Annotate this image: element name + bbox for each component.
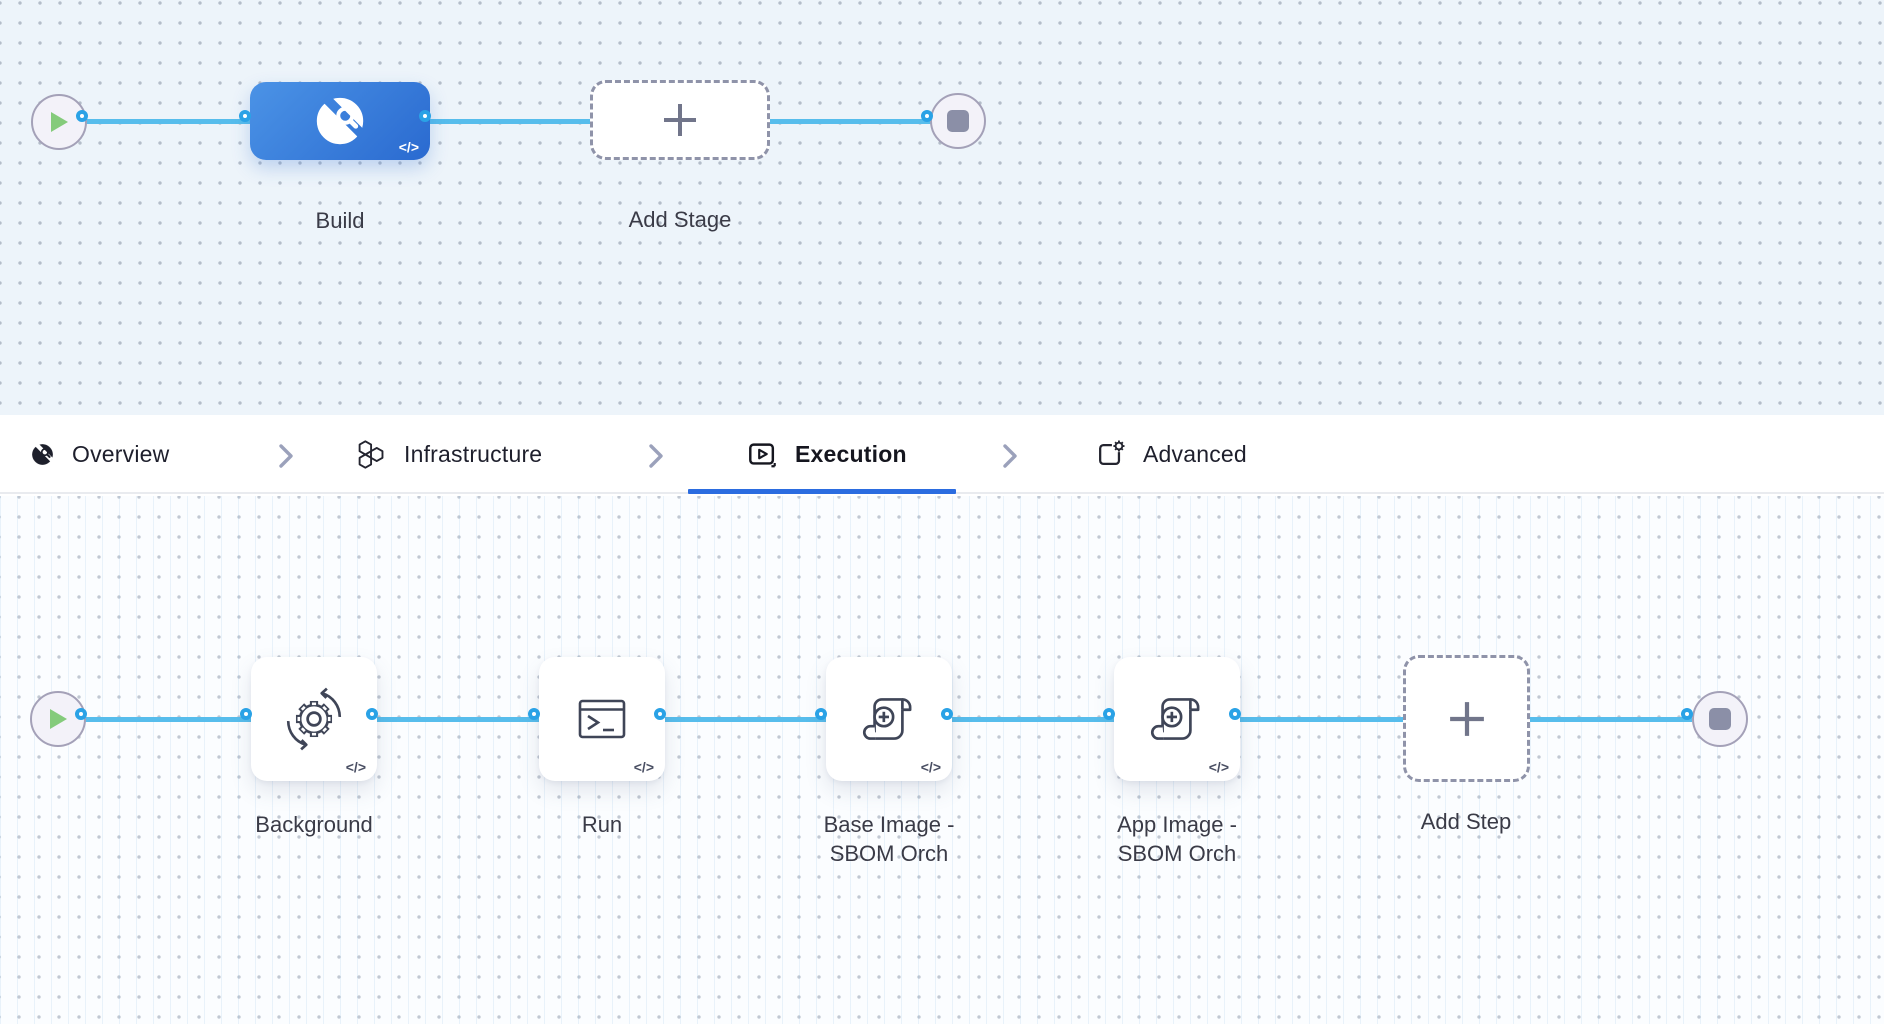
port-start-out[interactable] (75, 708, 87, 720)
pipeline-overview-icon (30, 442, 55, 467)
background-sync-icon (286, 687, 342, 751)
plus-icon (664, 104, 696, 136)
step-node-base-image-sbom[interactable]: </> (826, 657, 952, 781)
port-appimage-out[interactable] (1229, 708, 1241, 720)
add-step-button[interactable] (1403, 655, 1530, 782)
edge-background-run (377, 717, 539, 722)
execution-start-node[interactable] (30, 691, 86, 747)
plus-icon (1449, 701, 1484, 736)
port-build-out[interactable] (419, 110, 431, 122)
tab-advanced[interactable]: Advanced (1095, 415, 1247, 494)
edge-start-background (58, 717, 251, 722)
tab-overview[interactable]: Overview (30, 415, 169, 494)
stage-canvas[interactable]: </> Build Add Stage (0, 0, 1884, 415)
port-end-in[interactable] (921, 110, 933, 122)
stage-node-build[interactable]: </> (250, 82, 430, 160)
chevron-right-icon (649, 444, 663, 468)
execution-end-node[interactable] (1692, 691, 1748, 747)
step-node-app-image-sbom[interactable]: </> (1114, 657, 1240, 781)
add-step-label: Add Step (1420, 809, 1512, 834)
play-icon (50, 112, 68, 132)
execution-icon (749, 443, 776, 468)
port-start-out[interactable] (76, 110, 88, 122)
yaml-code-badge: </> (398, 139, 419, 155)
sbom-scroll-icon (1150, 698, 1200, 740)
step-label-base-image: Base Image - SBOM Orch (823, 812, 955, 866)
add-stage-button[interactable] (590, 80, 770, 160)
step-label-background: Background (255, 812, 373, 837)
port-appimage-in[interactable] (1103, 708, 1115, 720)
active-tab-underline (688, 489, 956, 494)
execution-canvas[interactable]: </> </> (0, 496, 1884, 1024)
edge-start-to-build (59, 119, 250, 124)
yaml-code-badge: </> (345, 759, 366, 775)
chevron-right-icon (1003, 444, 1017, 468)
port-run-in[interactable] (528, 708, 540, 720)
infrastructure-icon (358, 440, 384, 469)
port-background-out[interactable] (366, 708, 378, 720)
advanced-icon (1099, 440, 1125, 466)
port-baseimage-in[interactable] (815, 708, 827, 720)
tab-infrastructure[interactable]: Infrastructure (355, 415, 542, 494)
pipeline-end-node[interactable] (930, 93, 986, 149)
yaml-code-badge: </> (1208, 759, 1229, 775)
step-label-run: Run (581, 812, 623, 837)
port-baseimage-out[interactable] (941, 708, 953, 720)
port-background-in[interactable] (240, 708, 252, 720)
ci-build-icon (312, 93, 368, 149)
step-node-run[interactable]: </> (539, 657, 665, 781)
add-stage-label: Add Stage (628, 207, 732, 232)
play-icon (49, 709, 67, 729)
chevron-right-icon (279, 444, 293, 468)
stop-icon (947, 110, 969, 132)
port-run-out[interactable] (654, 708, 666, 720)
stop-icon (1709, 708, 1731, 730)
pipeline-start-node[interactable] (31, 94, 87, 150)
edge-baseimage-appimage (952, 717, 1114, 722)
edge-run-baseimage (665, 717, 826, 722)
sbom-scroll-icon (862, 698, 912, 740)
terminal-icon (578, 699, 626, 739)
step-node-background[interactable]: </> (251, 657, 377, 781)
step-label-app-image: App Image - SBOM Orch (1117, 812, 1237, 866)
tab-execution[interactable]: Execution (747, 415, 907, 494)
yaml-code-badge: </> (920, 759, 941, 775)
stage-config-tabbar: Overview Infrastructure (0, 415, 1884, 494)
yaml-code-badge: </> (633, 759, 654, 775)
stage-label: Build (315, 208, 365, 233)
port-end-in[interactable] (1681, 708, 1693, 720)
port-build-in[interactable] (239, 110, 251, 122)
